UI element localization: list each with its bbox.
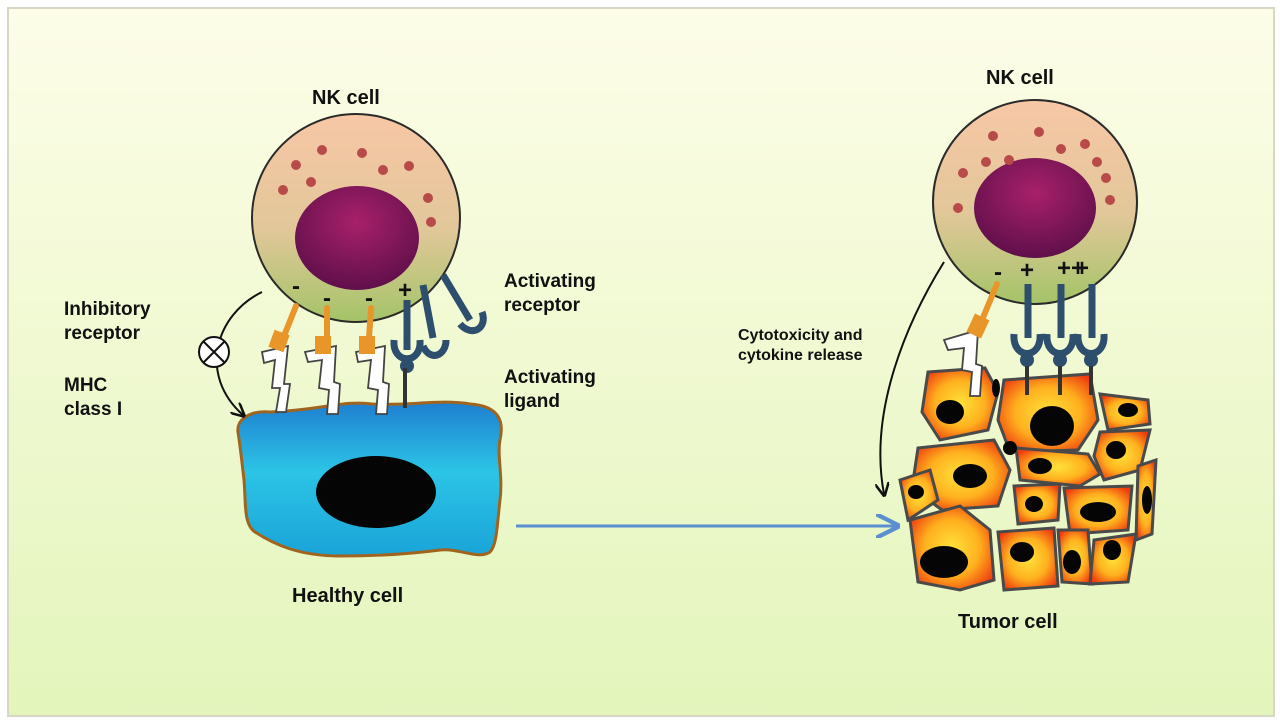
- mhc-label-line1: MHC: [64, 375, 108, 396]
- cytotoxicity-label-line1: Cytotoxicity and: [738, 327, 863, 344]
- cytotoxicity-label-line2: cytokine release: [738, 347, 863, 364]
- cytotoxicity-label: Cytotoxicity and cytokine release: [738, 326, 863, 366]
- granules: [953, 127, 1115, 213]
- healthy-cell: [236, 400, 503, 558]
- sign-left-1: -: [292, 273, 300, 300]
- sign-right-2: +: [1020, 257, 1034, 284]
- sign-right-3: ++: [1057, 255, 1085, 282]
- activating-ligand-label-line2: ligand: [504, 390, 560, 412]
- left-nk-cell-label: NK cell: [312, 87, 380, 109]
- sign-left-2: -: [323, 285, 331, 312]
- mhc-label-line2: class I: [64, 398, 123, 420]
- tumor-cell-label: Tumor cell: [958, 611, 1058, 633]
- activating-receptor-label-line1: Activating: [504, 271, 596, 292]
- right-nk-cell: [932, 99, 1138, 305]
- activating-ligands-tumor: [1020, 353, 1098, 367]
- sign-right-1: -: [994, 259, 1002, 286]
- sign-left-3: -: [365, 285, 373, 312]
- mhc-class-i-label: MHC class I: [64, 374, 122, 422]
- activating-receptor-label-line2: receptor: [504, 294, 581, 316]
- healthy-cell-label: Healthy cell: [292, 585, 404, 607]
- activating-receptor-bound: [390, 300, 424, 408]
- inhibitory-receptor-label-line2: receptor: [64, 322, 141, 344]
- inhibitory-receptor-label-line1: Inhibitory: [64, 299, 151, 320]
- cytotoxicity-arrow-icon: [880, 261, 945, 494]
- right-nk-cell-label: NK cell: [986, 67, 1054, 89]
- tumor-nuclei: [908, 379, 1152, 578]
- inhibitory-receptor-tumor: [966, 281, 1000, 339]
- free-activating-receptors: [419, 273, 487, 359]
- healthy-cell-nucleus: [316, 456, 436, 528]
- inhibitory-receptors: [268, 303, 375, 354]
- inhibition-circle-x-icon: [198, 336, 230, 368]
- sign-right-4: +: [1075, 255, 1089, 282]
- mhc-class-i-tumor: [942, 328, 983, 397]
- activating-receptor-label: Activating receptor: [504, 270, 596, 318]
- left-nk-cell: [251, 113, 461, 323]
- mhc-class-i-molecules: [260, 344, 390, 415]
- sign-left-4: +: [398, 277, 412, 304]
- activating-ligand-label-line1: Activating: [504, 367, 596, 388]
- activating-ligand-label: Activating ligand: [504, 366, 596, 414]
- nucleus: [295, 186, 419, 290]
- granules: [278, 145, 436, 227]
- nucleus: [974, 158, 1096, 258]
- inhibitory-receptor-label: Inhibitory receptor: [64, 298, 151, 346]
